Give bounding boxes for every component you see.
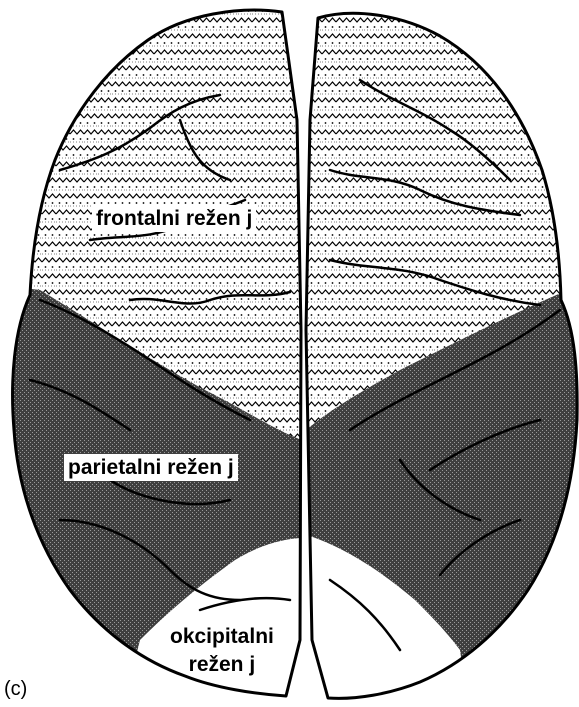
parietal-lobe-label: parietalni režen j [64, 454, 238, 481]
panel-label: (c) [4, 678, 27, 701]
occipital-label-line-2: režen j [170, 651, 274, 679]
frontal-lobe-label: frontalni režen j [92, 205, 256, 232]
occipital-lobe-label: okcipitalni režen j [170, 623, 274, 679]
left-hemisphere [0, 0, 320, 707]
occipital-label-line-1: okcipitalni [170, 623, 274, 651]
right-hemisphere [290, 0, 579, 707]
